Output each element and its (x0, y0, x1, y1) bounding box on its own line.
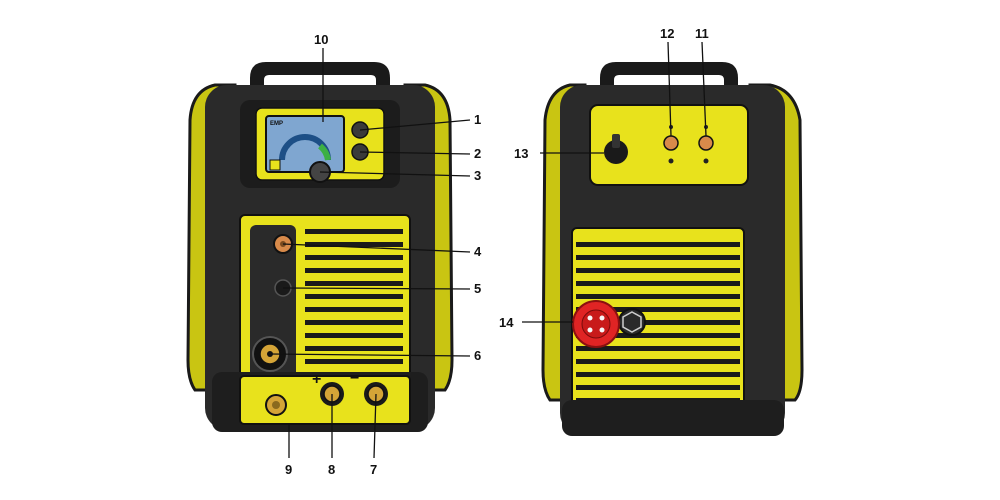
rear-base (562, 400, 784, 436)
front-vents (305, 222, 403, 367)
front-handle (250, 62, 390, 100)
callout-13: 13 (514, 146, 528, 161)
display-brand: EMP (270, 121, 283, 127)
leader-1 (359, 119, 471, 131)
polarity-plus: + (312, 371, 321, 388)
leader-3 (319, 171, 471, 177)
callout-5: 5 (474, 281, 481, 296)
cable-gland-nut (622, 311, 642, 333)
display-screen (265, 115, 345, 173)
callout-8: 8 (328, 462, 335, 477)
mains-pin-3 (587, 327, 593, 333)
mains-pin-2 (599, 315, 605, 321)
leader-5 (282, 287, 471, 290)
leader-7 (373, 393, 377, 459)
callout-9: 9 (285, 462, 292, 477)
callout-14: 14 (499, 315, 514, 330)
indicator-11 (703, 158, 709, 164)
callout-1: 1 (474, 112, 481, 127)
callout-2: 2 (474, 146, 481, 161)
mains-plug-face (581, 309, 611, 339)
display-arc-green (317, 143, 331, 161)
main-switch-lever (612, 134, 620, 148)
callout-6: 6 (474, 348, 481, 363)
polarity-minus: − (350, 370, 359, 387)
terminal-9-core (272, 401, 280, 409)
front-view: EMP + − (186, 32, 482, 477)
main-switch-13[interactable] (604, 140, 628, 164)
callout-11: 11 (695, 26, 709, 41)
leader-4 (282, 243, 471, 253)
callout-7: 7 (370, 462, 377, 477)
rear-view: 12 11 13 14 (499, 26, 804, 436)
connector-12[interactable] (663, 135, 679, 151)
callout-4: 4 (474, 244, 482, 259)
connector-11[interactable] (698, 135, 714, 151)
brand-logo-icon (269, 159, 281, 171)
mains-pin-1 (587, 315, 593, 321)
indicator-12 (668, 158, 674, 164)
leader-12 (667, 41, 672, 137)
callout-12: 12 (660, 26, 674, 41)
mains-pin-4 (599, 327, 605, 333)
leader-2 (359, 151, 471, 155)
callout-10: 10 (314, 32, 328, 47)
callout-3: 3 (474, 168, 481, 183)
leader-11 (701, 41, 707, 137)
leader-6 (269, 353, 471, 357)
